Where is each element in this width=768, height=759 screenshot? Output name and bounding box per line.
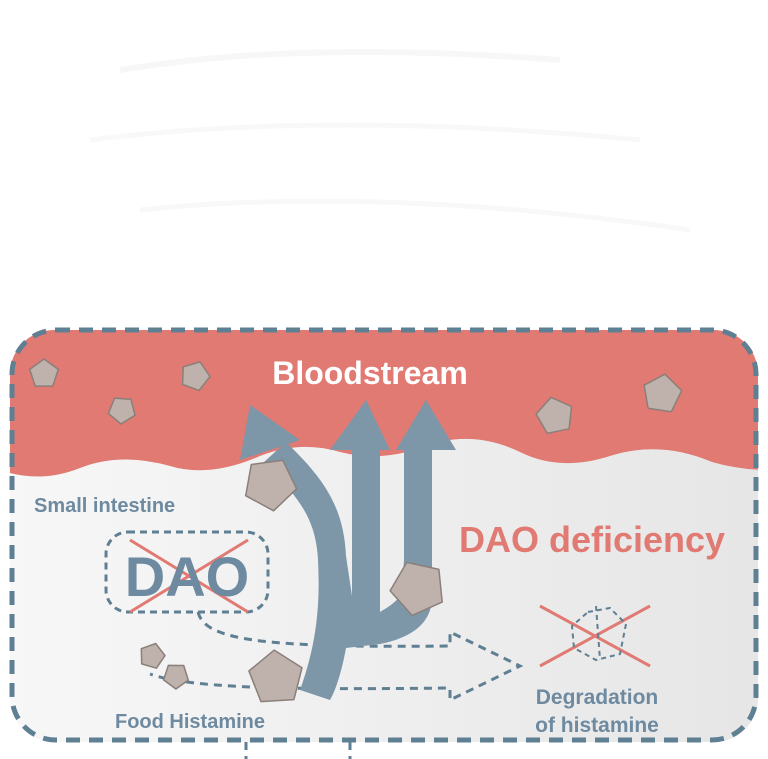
bloodstream-band — [10, 330, 758, 477]
dao-deficiency-label: DAO deficiency — [459, 519, 725, 560]
small-intestine-label: Small intestine — [34, 495, 175, 517]
histamine-pentagon-icon — [140, 642, 166, 669]
faint-background — [89, 49, 691, 233]
histamine-pentagon-icon — [244, 459, 298, 512]
degradation-path — [149, 611, 524, 703]
histamine-pentagon-icon — [535, 396, 573, 435]
intestine-box — [10, 330, 758, 742]
dao-label: DAO — [125, 545, 249, 608]
degraded-histamine-icon — [570, 605, 628, 662]
bottom-dashed-arrow — [244, 742, 352, 759]
histamine-pentagon-icon — [107, 397, 136, 425]
histamine-pentagon-icon — [28, 358, 60, 387]
degradation-label-line1: Degradation — [536, 686, 659, 709]
histamine-pentagon-icon — [248, 649, 303, 703]
dao-cross-icon — [129, 538, 249, 614]
bloodstream-label: Bloodstream — [272, 355, 468, 391]
histamine-pentagon-icon — [181, 361, 211, 392]
degradation-label-line2: of histamine — [535, 714, 659, 737]
degradation-cross-icon — [539, 604, 651, 668]
absorption-arrows — [240, 400, 456, 700]
dao-box — [104, 530, 270, 614]
histamine-molecules — [28, 358, 683, 703]
histamine-pentagon-icon — [389, 561, 443, 617]
histamine-pentagon-icon — [643, 373, 683, 413]
histamine-pentagon-icon — [162, 664, 190, 690]
food-histamine-label: Food Histamine — [115, 711, 265, 733]
dashed-border — [9, 327, 759, 743]
